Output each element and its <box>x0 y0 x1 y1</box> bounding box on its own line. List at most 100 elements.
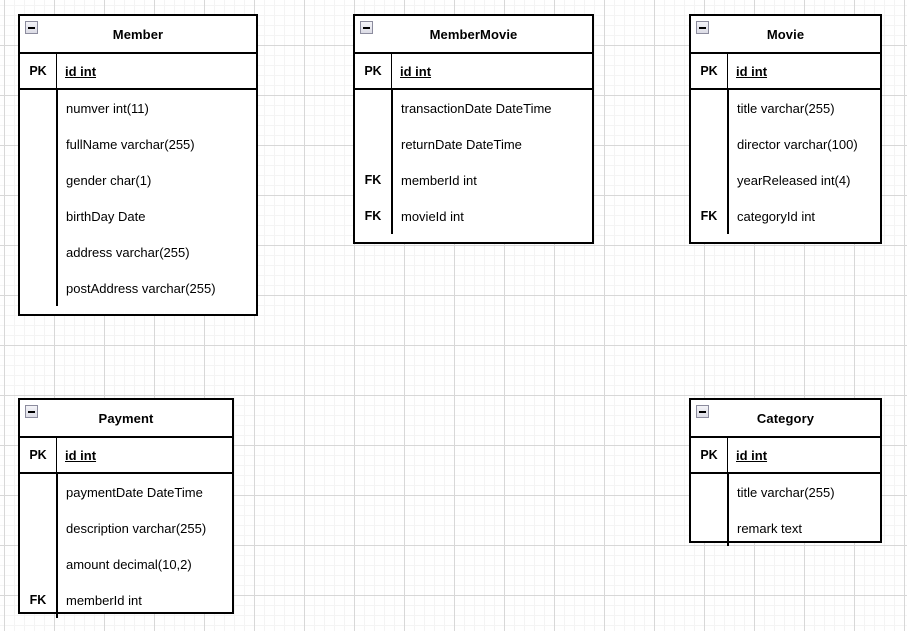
column-name: description varchar(255) <box>56 510 232 546</box>
entity-row[interactable]: paymentDate DateTime <box>20 474 232 510</box>
key-badge: FK <box>364 209 382 223</box>
column-name: paymentDate DateTime <box>56 474 232 510</box>
column-name: amount decimal(10,2) <box>56 546 232 582</box>
column-name: postAddress varchar(255) <box>56 270 256 306</box>
column-name: id int <box>727 54 880 88</box>
entity-title: Payment <box>98 410 154 426</box>
entity-row[interactable]: remark text <box>691 510 880 546</box>
entity-key-row[interactable]: PK id int <box>20 438 232 474</box>
column-name: gender char(1) <box>56 162 256 198</box>
key-badge <box>20 510 56 546</box>
key-badge: PK <box>29 64 47 78</box>
column-name: fullName varchar(255) <box>56 126 256 162</box>
entity-key-row[interactable]: PK id int <box>691 438 880 474</box>
entity-row[interactable]: fullName varchar(255) <box>20 126 256 162</box>
key-badge: FK <box>364 173 382 187</box>
entity-body: numver int(11)fullName varchar(255)gende… <box>20 90 256 324</box>
key-badge <box>20 90 56 126</box>
column-name: id int <box>391 54 592 88</box>
column-name: returnDate DateTime <box>391 126 592 162</box>
entity-row[interactable]: director varchar(100) <box>691 126 880 162</box>
minus-square-icon[interactable] <box>25 21 38 34</box>
entity-row[interactable]: description varchar(255) <box>20 510 232 546</box>
entity-title: MemberMovie <box>429 26 518 42</box>
key-badge: PK <box>700 448 718 462</box>
entity-title: Movie <box>766 26 805 42</box>
column-name: id int <box>56 438 232 472</box>
key-badge <box>20 234 56 270</box>
entity-header-membermovie[interactable]: MemberMovie <box>355 16 592 54</box>
entity-row[interactable]: FK memberId int <box>355 162 592 198</box>
entity-row[interactable]: postAddress varchar(255) <box>20 270 256 306</box>
entity-row[interactable]: title varchar(255) <box>691 90 880 126</box>
key-badge <box>355 90 391 126</box>
column-label: id int <box>65 63 97 79</box>
column-name: memberId int <box>56 582 232 618</box>
key-badge: PK <box>364 64 382 78</box>
column-name: address varchar(255) <box>56 234 256 270</box>
entity-row[interactable]: returnDate DateTime <box>355 126 592 162</box>
column-label: id int <box>736 447 768 463</box>
entity-row[interactable]: amount decimal(10,2) <box>20 546 232 582</box>
entity-row[interactable]: FK movieId int <box>355 198 592 234</box>
entity-body: title varchar(255)remark text <box>691 474 880 564</box>
key-badge <box>691 474 727 510</box>
key-badge <box>20 270 56 306</box>
column-name: id int <box>56 54 256 88</box>
entity-row[interactable]: gender char(1) <box>20 162 256 198</box>
entity-header-category[interactable]: Category <box>691 400 880 438</box>
key-badge <box>20 162 56 198</box>
key-badge <box>20 126 56 162</box>
key-badge <box>20 198 56 234</box>
key-badge <box>691 162 727 198</box>
column-name: remark text <box>727 510 880 546</box>
column-name: memberId int <box>391 162 592 198</box>
column-name: title varchar(255) <box>727 90 880 126</box>
column-label: id int <box>400 63 432 79</box>
entity-header-member[interactable]: Member <box>20 16 256 54</box>
minus-square-icon[interactable] <box>696 21 709 34</box>
minus-square-icon[interactable] <box>696 405 709 418</box>
entity-key-row[interactable]: PK id int <box>20 54 256 90</box>
column-label: id int <box>736 63 768 79</box>
column-name: categoryId int <box>727 198 880 234</box>
column-name: title varchar(255) <box>727 474 880 510</box>
column-name: birthDay Date <box>56 198 256 234</box>
key-badge: PK <box>29 448 47 462</box>
entity-header-payment[interactable]: Payment <box>20 400 232 438</box>
column-name: id int <box>727 438 880 472</box>
minus-square-icon[interactable] <box>360 21 373 34</box>
entity-header-movie[interactable]: Movie <box>691 16 880 54</box>
entity-row[interactable]: FK memberId int <box>20 582 232 618</box>
entity-key-row[interactable]: PK id int <box>355 54 592 90</box>
entity-title: Category <box>756 410 815 426</box>
entity-key-row[interactable]: PK id int <box>691 54 880 90</box>
column-name: director varchar(100) <box>727 126 880 162</box>
minus-square-icon[interactable] <box>25 405 38 418</box>
column-name: yearReleased int(4) <box>727 162 880 198</box>
entity-row[interactable]: address varchar(255) <box>20 234 256 270</box>
entity-row[interactable]: numver int(11) <box>20 90 256 126</box>
column-name: numver int(11) <box>56 90 256 126</box>
entity-row[interactable]: birthDay Date <box>20 198 256 234</box>
key-badge: FK <box>29 593 47 607</box>
key-badge: PK <box>700 64 718 78</box>
key-badge <box>691 126 727 162</box>
column-name: transactionDate DateTime <box>391 90 592 126</box>
column-name: movieId int <box>391 198 592 234</box>
key-badge <box>691 90 727 126</box>
key-badge <box>691 510 727 546</box>
key-badge <box>20 474 56 510</box>
entity-body: title varchar(255)director varchar(100)y… <box>691 90 880 252</box>
entity-row[interactable]: yearReleased int(4) <box>691 162 880 198</box>
entity-row[interactable]: title varchar(255) <box>691 474 880 510</box>
entity-row[interactable]: transactionDate DateTime <box>355 90 592 126</box>
